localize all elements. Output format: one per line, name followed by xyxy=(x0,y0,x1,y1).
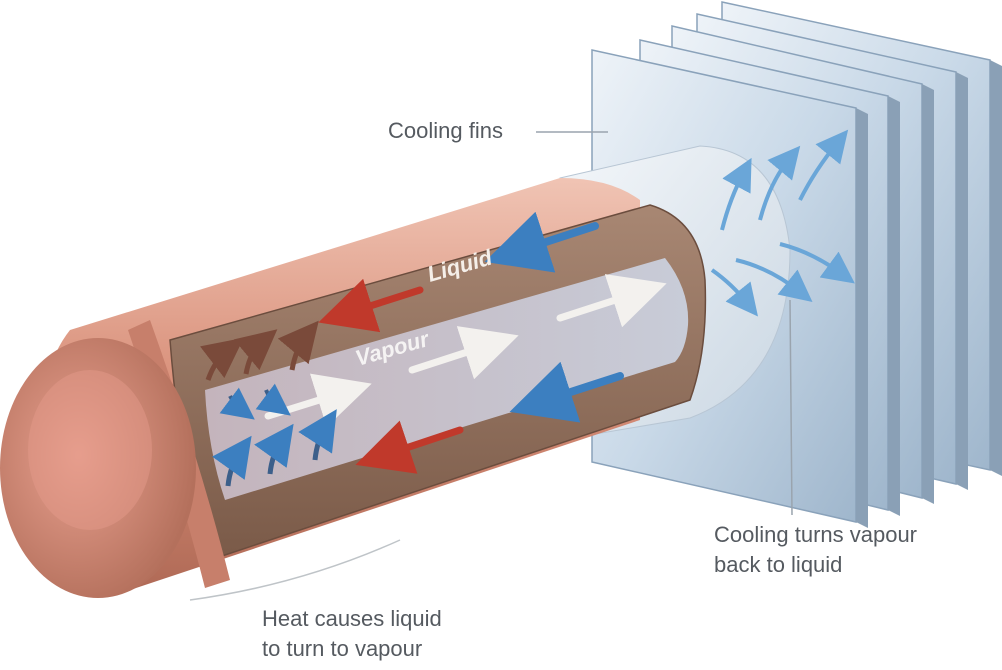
arrow-left-red-icon xyxy=(355,420,464,474)
liquid-return-arrows xyxy=(484,211,624,423)
cooling-fins-label: Cooling fins xyxy=(388,116,503,146)
arrow-curved-blue-icon xyxy=(798,129,849,201)
evaporate-label-line2: to turn to vapour xyxy=(262,636,423,661)
condense-label-line1: Cooling turns vapour xyxy=(714,522,918,547)
evaporation-arrows xyxy=(199,320,337,487)
arrow-right-white-icon xyxy=(408,326,519,380)
heat-release-arrows xyxy=(710,129,855,317)
evaporate-label: Heat causes liquid to turn to vapour xyxy=(262,604,442,664)
arrow-curved-blue-icon xyxy=(735,258,813,302)
leader-evaporate xyxy=(189,539,401,601)
condense-label-line2: back to liquid xyxy=(714,552,843,577)
arrow-curved-blue-icon xyxy=(720,157,752,231)
arrow-curved-blue-icon xyxy=(758,145,801,221)
arrow-curved-up-icon xyxy=(212,435,252,487)
arrow-curved-up-icon xyxy=(219,387,255,420)
arrow-left-red-icon xyxy=(318,278,424,333)
arrow-curved-up-icon xyxy=(233,329,278,375)
arrow-curved-up-icon xyxy=(277,320,319,371)
arrow-left-blue-icon xyxy=(484,211,599,273)
arrow-curved-blue-icon xyxy=(779,242,855,284)
pipe-end-cap xyxy=(0,338,196,598)
evaporate-label-line1: Heat causes liquid xyxy=(262,606,442,631)
liquid-to-hot-end-arrows xyxy=(318,278,464,474)
arrow-curved-up-icon xyxy=(255,383,291,416)
arrow-curved-up-icon xyxy=(199,337,244,381)
arrow-curved-up-icon xyxy=(298,409,337,461)
arrow-curved-up-icon xyxy=(254,423,294,475)
arrow-curved-blue-icon xyxy=(710,268,758,317)
arrow-left-blue-icon xyxy=(509,361,624,423)
cooling-fins-label-text: Cooling fins xyxy=(388,118,503,143)
leader-condense xyxy=(789,299,793,516)
arrow-right-white-icon xyxy=(556,274,667,328)
condense-label: Cooling turns vapour back to liquid xyxy=(714,520,917,580)
